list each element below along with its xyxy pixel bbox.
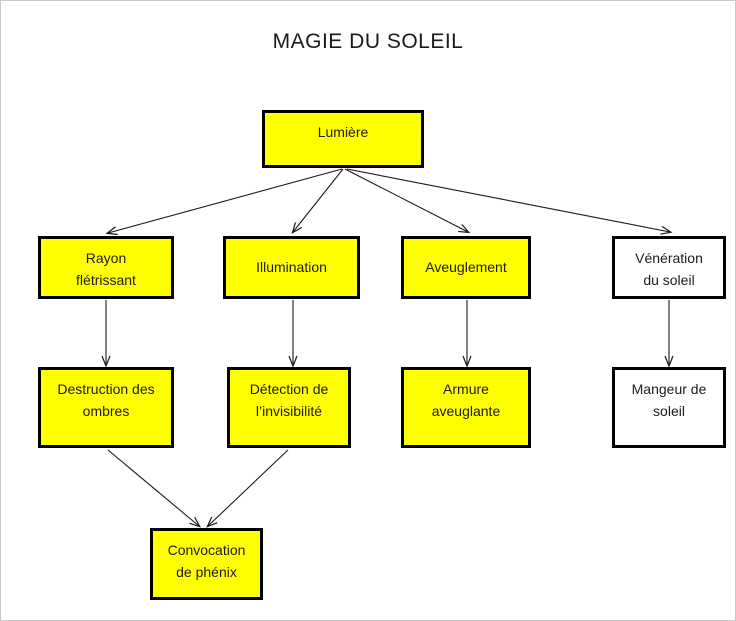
node-mangeur-de-soleil-line-1: Mangeur de: [631, 381, 707, 397]
edge-root-to-branch1: [105, 168, 343, 236]
node-destruction-des-ombres-line-2: ombres: [82, 402, 130, 419]
edge-root-to-branch4: [346, 168, 673, 235]
node-detection-de-l-invisibilite[interactable]: Détection de l’invisibilité: [227, 367, 351, 448]
node-lumiere[interactable]: Lumière: [262, 110, 424, 168]
node-illumination-line-1: Illumination: [256, 258, 327, 275]
node-mangeur-de-soleil[interactable]: Mangeur de soleil: [612, 367, 726, 448]
node-aveuglement[interactable]: Aveuglement: [401, 236, 531, 299]
node-armure-aveuglante-line-2: aveuglante: [431, 402, 501, 419]
node-destruction-des-ombres[interactable]: Destruction des ombres: [38, 367, 174, 448]
node-veneration-du-soleil[interactable]: Vénération du soleil: [612, 236, 726, 299]
node-rayon-fletrissant-line-1: Rayon: [85, 250, 127, 266]
page-title: MAGIE DU SOLEIL: [272, 30, 464, 53]
edge-root-to-branch3: [344, 168, 471, 234]
node-lumiere-line-1: Lumière: [317, 124, 369, 140]
node-aveuglement-line-1: Aveuglement: [425, 258, 507, 275]
node-illumination[interactable]: Illumination: [223, 236, 360, 299]
node-armure-aveuglante[interactable]: Armure aveuglante: [401, 367, 531, 448]
node-convocation-de-phenix-line-2: de phénix: [176, 563, 237, 580]
node-detection-de-l-invisibilite-line-1: Détection de: [249, 381, 329, 397]
node-destruction-des-ombres-line-1: Destruction des: [57, 381, 155, 397]
node-mangeur-de-soleil-line-2: soleil: [653, 402, 685, 419]
edge-leaf2-to-final: [206, 449, 289, 528]
node-armure-aveuglante-line-1: Armure: [443, 381, 489, 397]
node-convocation-de-phenix[interactable]: Convocation de phénix: [150, 528, 263, 600]
edge-leaf1-to-final: [107, 449, 202, 528]
node-rayon-fletrissant-line-2: flétrissant: [76, 271, 136, 288]
node-veneration-du-soleil-line-1: Vénération: [635, 250, 703, 266]
edge-root-to-branch2: [291, 168, 344, 235]
node-veneration-du-soleil-line-2: du soleil: [643, 271, 695, 288]
node-rayon-fletrissant[interactable]: Rayon flétrissant: [38, 236, 174, 299]
node-convocation-de-phenix-line-1: Convocation: [167, 542, 246, 558]
node-detection-de-l-invisibilite-line-2: l’invisibilité: [255, 402, 323, 419]
